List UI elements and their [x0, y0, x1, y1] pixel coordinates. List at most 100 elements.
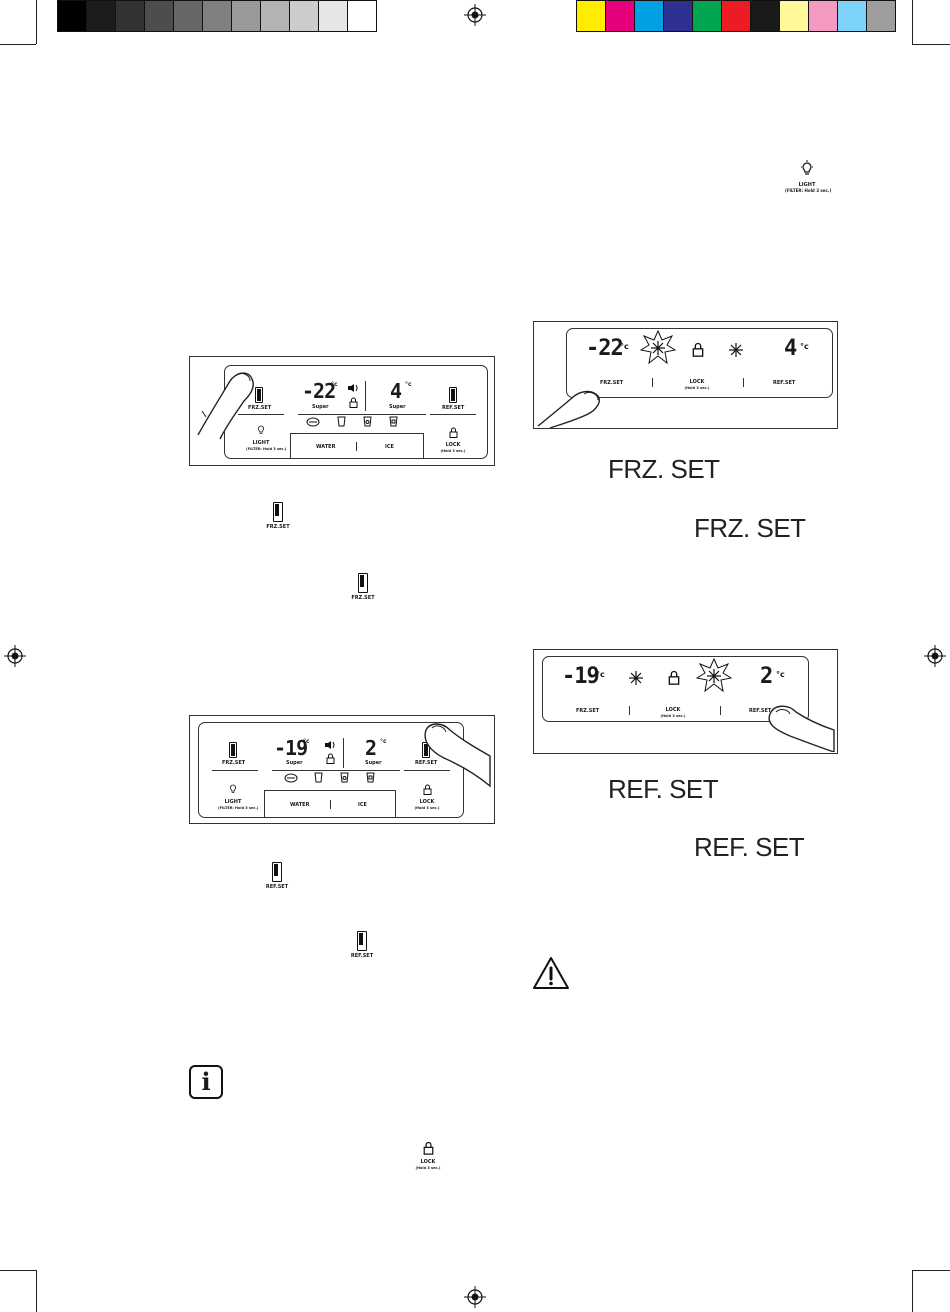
control-panel-3: FRZ.SET REF.SET -19 °c Super 2 °c Super … — [189, 715, 495, 824]
finger-press-icon — [197, 372, 254, 440]
lock-icon — [423, 1141, 433, 1155]
color-swatch — [606, 1, 635, 31]
freezer-temp-display: -22 — [586, 336, 624, 361]
lock-label: LOCK — [419, 799, 435, 805]
finger-press-icon — [424, 723, 491, 788]
cubed-ice-icon — [366, 772, 375, 783]
frz-set-label: FRZ.SET — [248, 405, 272, 411]
registration-mark-icon — [4, 645, 26, 667]
frz-set-button[interactable]: FRZ.SET — [576, 708, 600, 714]
frz-set-label: FRZ.SET — [351, 595, 375, 601]
lock-label: LOCK — [665, 707, 681, 713]
frz-set-inline-icon: FRZ.SET — [266, 502, 290, 530]
freezer-temp-unit: °c — [331, 381, 338, 388]
color-swatch — [261, 1, 290, 31]
super-freeze-label: Super — [312, 404, 329, 410]
color-swatch — [116, 1, 145, 31]
fridge-temp-unit: °c — [800, 342, 809, 351]
lock-button[interactable]: LOCK (Hold 3 sec.) — [682, 379, 712, 391]
freezer-temp-display: -22 — [302, 379, 336, 403]
crop-mark — [912, 1270, 913, 1312]
lock-sublabel: (Hold 3 sec.) — [414, 806, 440, 810]
control-panel-2: -22 °c 4 °c FRZ.SET LOCK (Hold 3 sec.) R… — [533, 321, 838, 429]
light-sublabel: (FILTER: Hold 3 sec.) — [218, 806, 259, 810]
lock-icon — [668, 670, 680, 685]
light-bulb-icon — [801, 160, 813, 175]
crop-mark — [36, 0, 37, 44]
lock-label: LOCK — [420, 1159, 436, 1165]
crop-mark — [912, 0, 913, 44]
water-button[interactable]: WATER — [290, 802, 310, 808]
fridge-temp-display: 4 — [784, 336, 797, 361]
ref-set-inline-icon: REF.SET — [349, 931, 375, 959]
divider — [743, 378, 744, 387]
ref-set-button[interactable]: REF.SET — [773, 380, 796, 386]
ref-set-large-label: REF. SET — [694, 832, 805, 862]
lock-label: LOCK — [689, 379, 705, 385]
control-panel-4: -19 °c 2 °c FRZ.SET LOCK (Hold 3 sec.) R… — [533, 649, 838, 754]
dispenser-divider — [356, 442, 357, 451]
super-cool-icon — [729, 343, 743, 357]
super-freeze-flash-icon — [640, 330, 676, 365]
info-icon: i — [189, 1065, 223, 1099]
lock-icon — [349, 397, 358, 408]
registration-mark-icon — [464, 1286, 486, 1308]
sound-icon — [325, 741, 335, 749]
freezer-temp-unit: °c — [303, 738, 310, 745]
separator-line — [238, 414, 284, 415]
finger-press-icon — [768, 705, 835, 752]
frz-set-label: FRZ.SET — [266, 524, 290, 530]
water-button[interactable]: WATER — [316, 444, 336, 450]
color-swatch — [58, 1, 87, 31]
ref-set-label: REF.SET — [442, 405, 465, 411]
light-button[interactable]: LIGHT (FILTER: Hold 3 sec.) — [246, 421, 286, 452]
divider — [720, 706, 721, 715]
crop-mark — [0, 44, 36, 45]
separator-line — [404, 770, 450, 771]
light-button[interactable]: LIGHT (FILTER: Hold 3 sec.) — [218, 780, 259, 811]
super-cool-label: Super — [365, 760, 382, 766]
ref-set-label: REF.SET — [350, 953, 374, 959]
divider — [652, 378, 653, 387]
cubed-ice-icon — [389, 416, 398, 427]
separator-line — [298, 414, 426, 415]
color-swatch — [722, 1, 751, 31]
warning-icon — [533, 957, 569, 989]
crop-mark — [912, 44, 950, 45]
separator-line — [272, 770, 400, 771]
lock-icon — [423, 784, 431, 795]
color-swatch — [145, 1, 174, 31]
ref-set-large-label: REF. SET — [608, 774, 719, 804]
separator-line — [212, 770, 258, 771]
lock-inline-icon: LOCK (Hold 3 sec.) — [413, 1140, 443, 1171]
lock-sublabel: (Hold 3 sec.) — [660, 714, 686, 718]
color-calibration-bar — [576, 0, 896, 32]
lock-button[interactable]: LOCK (Hold 3 sec.) — [438, 423, 468, 454]
ref-set-button[interactable]: REF.SET — [749, 708, 772, 714]
lock-icon — [449, 427, 457, 438]
lock-button[interactable]: LOCK (Hold 3 sec.) — [658, 707, 688, 719]
color-swatch — [751, 1, 780, 31]
frz-set-button[interactable]: FRZ.SET — [222, 742, 246, 766]
fridge-temp-unit: °c — [405, 381, 412, 388]
ice-button[interactable]: ICE — [358, 802, 367, 808]
color-swatch — [780, 1, 809, 31]
frz-set-label: FRZ.SET — [222, 760, 246, 766]
ref-set-button[interactable]: REF.SET — [442, 387, 464, 411]
super-cool-label: Super — [389, 404, 406, 410]
fridge-temp-unit: °c — [380, 738, 387, 745]
ice-button[interactable]: ICE — [385, 444, 394, 450]
fridge-temp-display: 4 — [390, 379, 402, 403]
color-swatch — [664, 1, 693, 31]
color-swatch — [232, 1, 261, 31]
frz-set-button[interactable]: FRZ.SET — [248, 387, 272, 411]
light-bulb-icon — [257, 425, 265, 434]
panel-4-frame — [542, 656, 809, 722]
lock-button[interactable]: LOCK (Hold 3 sec.) — [412, 780, 442, 811]
crushed-ice-icon — [363, 416, 372, 427]
lock-icon — [692, 342, 704, 357]
frz-set-button[interactable]: FRZ.SET — [600, 380, 624, 386]
lock-label: LOCK — [445, 442, 461, 448]
water-dispense-icon — [314, 772, 323, 783]
super-freeze-label: Super — [286, 760, 303, 766]
